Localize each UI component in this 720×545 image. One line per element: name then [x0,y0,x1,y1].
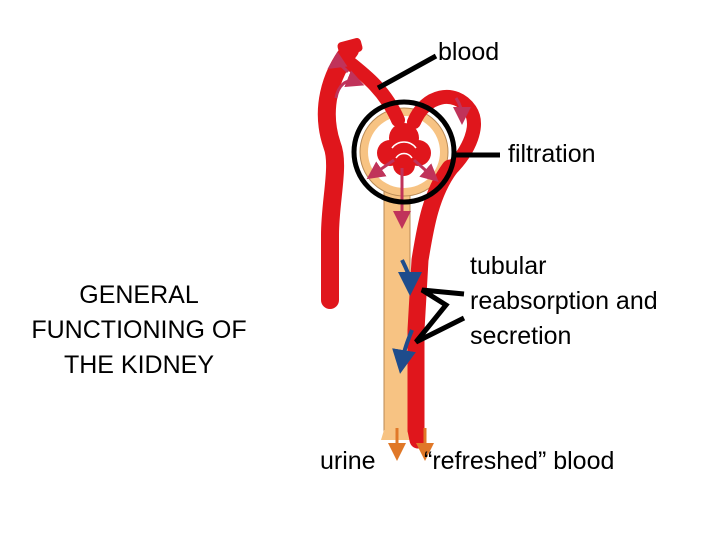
filtration-arrows [327,51,471,229]
label-blood: blood [438,38,500,66]
label-filtration: filtration [508,140,596,168]
label-tubular-reabsorption: tubular reabsorption and secretion [470,252,658,350]
glomerulus [377,123,431,176]
label-urine: urine [320,447,376,475]
diagram-title: GENERAL FUNCTIONING OF THE KIDNEY [31,281,247,379]
reabsorption-arrows [392,259,422,374]
filtration-highlight-circle [351,99,457,205]
glomerulus-swirl [391,141,417,159]
artery-cap [337,38,363,56]
label-refreshed-blood: “refreshed” blood [424,447,615,475]
outflow-arrows [388,428,434,461]
pointer-lines [376,53,500,345]
